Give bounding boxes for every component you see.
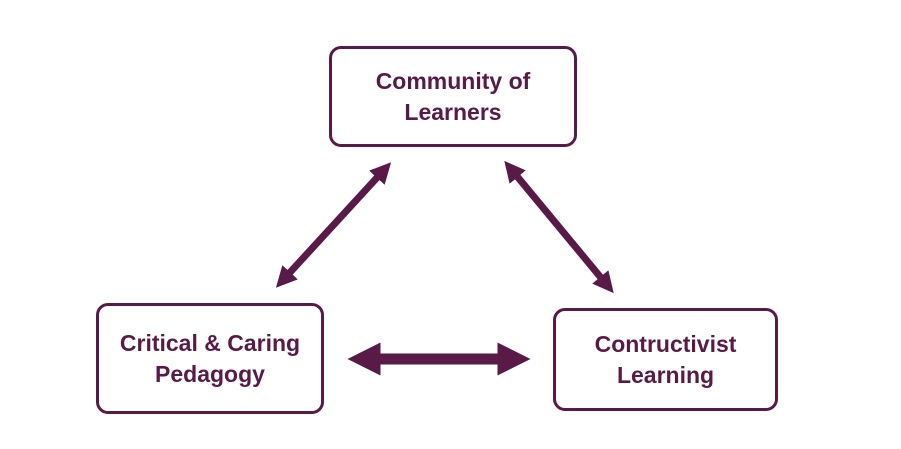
- node-label: Learners: [404, 98, 502, 125]
- node-label: Pedagogy: [155, 360, 265, 387]
- node-label: Learning: [616, 361, 715, 388]
- node-label: Critical & Caring: [119, 329, 301, 356]
- arrow-community-constructivist: [504, 160, 614, 294]
- node-community-of-learners: Community of Learners: [329, 46, 577, 147]
- node-label: Community of: [375, 67, 531, 94]
- arrow-critical-community: [275, 162, 392, 288]
- node-label: Contructivist: [594, 330, 737, 357]
